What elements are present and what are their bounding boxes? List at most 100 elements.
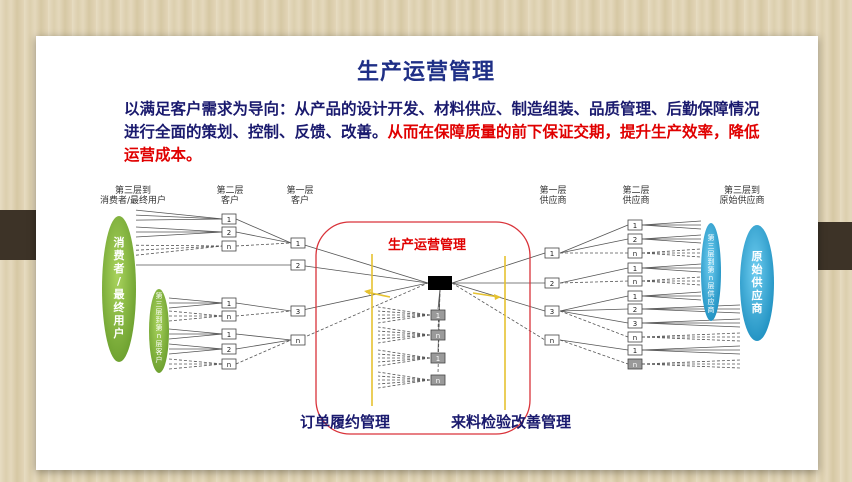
connector-line	[377, 330, 431, 336]
connector-line	[135, 209, 224, 220]
connector-line	[168, 348, 224, 355]
connector-line	[377, 371, 431, 381]
connector-line	[168, 315, 224, 322]
node-n: n	[221, 310, 237, 322]
connector-line	[641, 304, 741, 310]
node-n: n	[221, 358, 237, 370]
node-box	[544, 247, 560, 259]
connector-line	[641, 291, 702, 297]
connector-line	[641, 280, 702, 286]
header-line: 第一层	[286, 186, 314, 196]
connector-line	[451, 252, 546, 284]
node-n: n	[627, 247, 643, 259]
node-box	[221, 240, 237, 252]
node-box	[627, 233, 643, 245]
connector-line	[135, 245, 224, 256]
node-label: n	[633, 278, 637, 286]
node-n: n	[627, 275, 643, 287]
node-box	[627, 290, 643, 302]
header-right-tier1: 第一层 供应商	[525, 186, 581, 206]
connector-line	[641, 359, 741, 365]
header-left-tier3: 第三层到 消费者/最终用户	[88, 186, 178, 206]
connector-line	[168, 302, 224, 309]
node-label: 1	[436, 312, 440, 320]
connector-line	[641, 276, 702, 282]
node-box	[221, 343, 237, 355]
left-dark-tab	[0, 210, 36, 260]
center-label: 生产运营管理	[387, 238, 466, 253]
connector-line	[168, 328, 224, 335]
header-line: 客户	[290, 196, 309, 206]
connector-line	[235, 302, 292, 312]
connector-line	[559, 295, 629, 312]
incoming-inspection-label: 来料检验改善管理	[451, 413, 572, 431]
connector-line	[641, 318, 741, 324]
connector-line	[641, 263, 702, 269]
origin-supplier-ellipse-text: 原始供应商	[751, 250, 763, 315]
node-label: n	[436, 377, 440, 385]
center-frame	[315, 221, 531, 435]
yellow-arrowhead-right	[494, 294, 501, 300]
node-label: 1	[227, 300, 231, 308]
header-line: 第三层到	[114, 186, 151, 196]
connector-line	[377, 306, 431, 316]
connector-line	[641, 336, 741, 342]
header-line: 供应商	[622, 196, 650, 206]
consumer-ellipse	[102, 216, 136, 362]
connector-line	[235, 218, 292, 244]
connector-line	[168, 310, 224, 317]
connector-line	[235, 242, 292, 247]
consumer-ellipse-text: 消费者/最终用户	[113, 235, 126, 340]
connector-line	[559, 310, 629, 338]
connector-line	[559, 224, 629, 254]
connector-line	[135, 218, 224, 221]
connector-line	[377, 357, 431, 367]
connector-line	[641, 267, 702, 273]
node-label: 2	[227, 229, 231, 237]
node-box	[430, 374, 446, 386]
connector-line	[135, 231, 224, 238]
connector-line	[641, 363, 741, 369]
connector-line	[559, 339, 629, 351]
node-three: 3	[544, 305, 560, 317]
node-one: 1	[544, 247, 560, 259]
node-label: 1	[633, 347, 637, 355]
node-one: 1	[430, 352, 446, 364]
node-label: 2	[227, 346, 231, 354]
connector-line	[235, 339, 292, 365]
node-two: 2	[290, 259, 306, 271]
node-label: 1	[227, 216, 231, 224]
connector-line	[168, 333, 224, 340]
intro-paragraph: 以满足客户需求为导向：从产品的设计开发、材料供应、制造组装、品质管理、后勤保障情…	[124, 98, 764, 167]
connector-line	[641, 252, 702, 258]
node-box	[627, 219, 643, 231]
header-line: 供应商	[539, 196, 567, 206]
node-one: 1	[221, 213, 237, 225]
node-label: n	[633, 361, 637, 369]
node-box	[221, 310, 237, 322]
node-label: 2	[633, 306, 637, 314]
node-n: n	[430, 329, 446, 341]
node-box	[221, 213, 237, 225]
node-box	[627, 303, 643, 315]
header-right-tier3: 第三层到 原始供应商	[700, 186, 784, 206]
connector-line	[641, 345, 741, 351]
node-label: 2	[633, 236, 637, 244]
node-label: 1	[633, 265, 637, 273]
connector-line	[377, 334, 431, 340]
connector-line	[377, 314, 431, 320]
node-label: 1	[227, 331, 231, 339]
node-label: 2	[296, 262, 300, 270]
connector-line	[235, 231, 292, 244]
node-two: 2	[627, 303, 643, 315]
order-fulfillment-label: 订单履约管理	[300, 413, 391, 431]
connector-line	[377, 375, 431, 381]
node-label: n	[227, 313, 231, 321]
node-box	[544, 305, 560, 317]
connector-line	[559, 339, 629, 365]
node-box	[430, 329, 446, 341]
connector-line	[135, 226, 224, 233]
